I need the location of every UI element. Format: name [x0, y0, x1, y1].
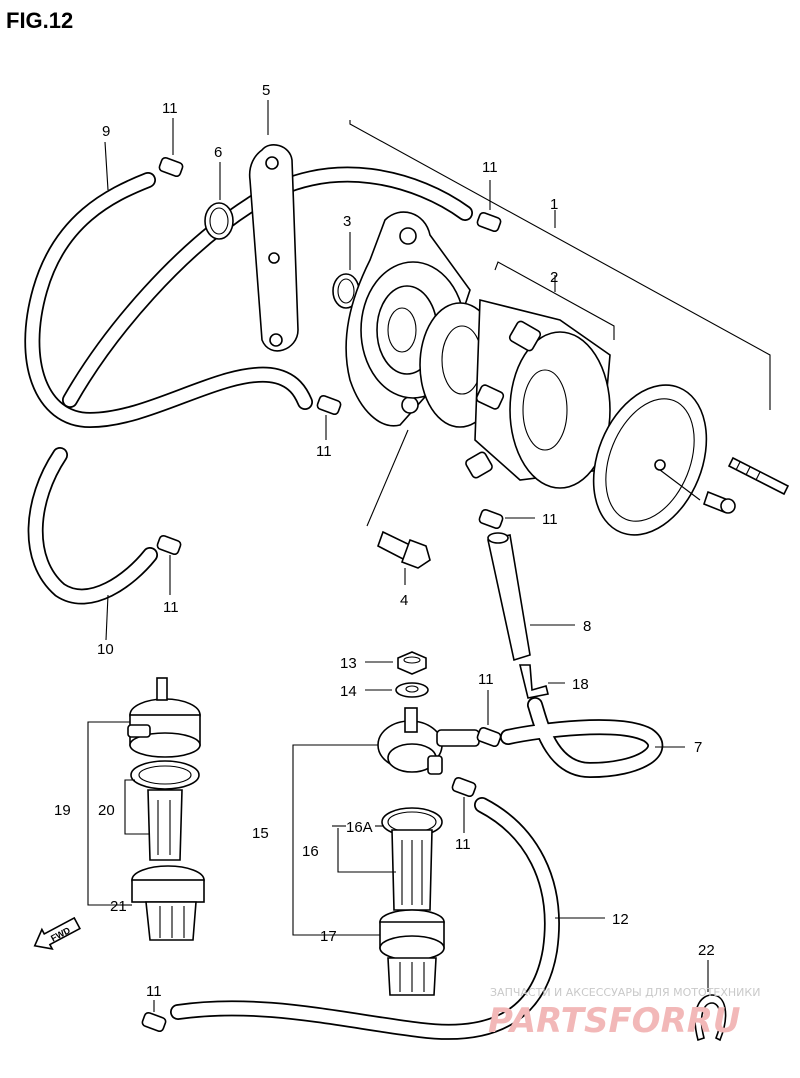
- callout-label: 11: [316, 443, 332, 460]
- bolt-4: [366, 429, 431, 585]
- screw-long: [727, 456, 790, 496]
- callout-label: 11: [146, 983, 162, 1000]
- watermark-line1: ЗАПЧАСТИ И АКСЕССУАРЫ ДЛЯ МОТОТЕХНИКИ: [490, 986, 760, 999]
- watermark-line2: PARTSFORRU: [488, 1001, 741, 1041]
- callout-label: 1: [550, 196, 558, 213]
- clamp-11: [316, 394, 342, 440]
- hose-8: [487, 532, 575, 662]
- clamp-11: [478, 508, 535, 530]
- callout-label: 11: [455, 836, 471, 853]
- callout-label: 16: [302, 843, 319, 860]
- figure-title: FIG.12: [6, 8, 73, 33]
- fwd-arrow-icon: FWD: [33, 916, 81, 951]
- callout-label: 13: [340, 655, 357, 672]
- callout-label: 11: [163, 599, 179, 616]
- clamp-11: [476, 180, 502, 233]
- callout-label: 9: [102, 123, 110, 140]
- callout-label: 11: [482, 159, 498, 176]
- washer-14: [365, 682, 429, 698]
- callout-label: 4: [400, 592, 408, 609]
- callout-label: 5: [262, 82, 270, 99]
- clamp-11: [156, 534, 182, 595]
- callout-label: 19: [54, 802, 71, 819]
- joint-18: [518, 664, 565, 699]
- fuel-valve-19: [127, 677, 205, 941]
- callout-label: 17: [320, 928, 337, 945]
- leader-15: [292, 744, 380, 936]
- callout-label: 12: [612, 911, 629, 928]
- callout-label: 10: [97, 641, 114, 658]
- cap-17: [379, 909, 445, 996]
- hose-7: [500, 697, 685, 778]
- clamp-11: [451, 776, 477, 833]
- nut-13: [365, 651, 427, 675]
- clip-22: [694, 960, 727, 1042]
- hose-12: [170, 797, 605, 1040]
- clamp-11: [141, 1000, 167, 1033]
- callout-label: 14: [340, 683, 357, 700]
- callout-label: 16A: [346, 819, 373, 836]
- callout-label: 22: [698, 942, 715, 959]
- callout-label: 18: [572, 676, 589, 693]
- leader-19: [87, 721, 132, 906]
- callout-label: 15: [252, 825, 269, 842]
- screw-short: [659, 469, 736, 514]
- bracket-5: [248, 100, 299, 352]
- callout-label: 20: [98, 802, 115, 819]
- leader-16: [337, 828, 396, 873]
- callout-label: 21: [110, 898, 127, 915]
- callout-label: 2: [550, 269, 558, 286]
- fuel-valve-15: [377, 707, 480, 775]
- o-ring-6: [204, 162, 234, 240]
- callout-label: 6: [214, 144, 222, 161]
- leader-20: [124, 779, 150, 835]
- fuel-pump-body: [345, 120, 771, 536]
- callout-label: 3: [343, 213, 351, 230]
- hose-9: [24, 166, 473, 428]
- callout-label: 8: [583, 618, 591, 635]
- callout-label: 11: [478, 671, 494, 688]
- callout-label: 11: [162, 100, 178, 117]
- callout-label: 7: [694, 739, 702, 756]
- hose-10: [27, 447, 158, 605]
- clamp-11: [476, 690, 502, 748]
- clamp-11: [158, 118, 184, 178]
- strainer-16: [381, 807, 443, 911]
- callout-label: 11: [542, 511, 558, 528]
